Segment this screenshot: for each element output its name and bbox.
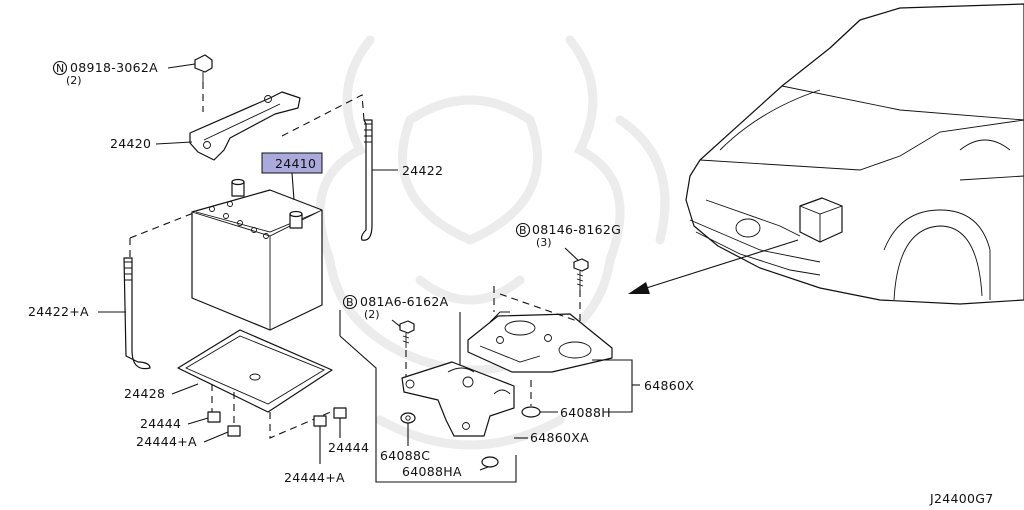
callout-tray: 24428	[124, 383, 199, 401]
symbol-b-2: B	[346, 296, 354, 309]
callout-spacer-1: 24444	[140, 416, 209, 431]
spacer-icon	[207, 407, 347, 437]
battery-location-box-icon	[799, 197, 843, 243]
label-grommet-h: 64088H	[560, 405, 611, 420]
symbol-n: N	[56, 62, 64, 75]
label-support-lower: 64860XA	[530, 430, 589, 445]
label-bolt-b1-qty: (3)	[536, 236, 552, 249]
location-arrow-icon	[628, 239, 799, 294]
label-tray: 24428	[124, 386, 165, 401]
watermark-emblem	[315, 35, 670, 450]
callout-support-upper: 64860X	[592, 359, 694, 413]
callout-battery: 24410	[261, 152, 323, 201]
rod-a-icon	[123, 257, 151, 370]
callout-bolt-n: N 08918-3062A (2)	[52, 60, 196, 87]
callout-clip-c: 64088C	[380, 423, 430, 463]
label-clip-c: 64088C	[380, 448, 430, 463]
callout-rod: 24422	[372, 163, 443, 178]
label-spacer-2a: 24444+A	[284, 470, 345, 485]
label-bolt-n: 08918-3062A	[70, 60, 158, 75]
vehicle-outline-icon	[685, 3, 1024, 305]
label-rod: 24422	[402, 163, 443, 178]
callout-rod-a: 24422+A	[28, 304, 126, 319]
label-grommet-ha: 64088HA	[402, 464, 462, 479]
callout-support-lower: 64860XA	[514, 430, 589, 445]
grommet-ha-icon	[481, 456, 499, 468]
label-bracket: 24420	[110, 136, 151, 151]
callout-grommet-h: 64088H	[540, 405, 611, 420]
battery-tray-icon	[177, 329, 333, 413]
battery-support-lower-icon	[401, 361, 515, 437]
bolt-n-icon	[194, 54, 213, 82]
callout-spacer-2: 24444	[328, 418, 369, 455]
callout-bracket: 24420	[110, 136, 193, 151]
label-spacer-1a: 24444+A	[136, 434, 197, 449]
bolt-b1-icon	[573, 258, 589, 290]
callout-bolt-b2: B 081A6-6162A (2)	[342, 294, 449, 329]
label-bolt-b1: 08146-8162G	[532, 222, 621, 237]
battery-icon	[191, 178, 323, 331]
symbol-b-1: B	[519, 224, 527, 237]
label-support-upper: 64860X	[644, 378, 694, 393]
label-spacer-2: 24444	[328, 440, 369, 455]
label-bolt-b2: 081A6-6162A	[360, 294, 449, 309]
label-spacer-1: 24444	[140, 416, 181, 431]
label-rod-a: 24422+A	[28, 304, 89, 319]
rod-icon	[360, 119, 373, 241]
callout-spacer-1a: 24444+A	[136, 431, 229, 449]
hold-down-bracket-icon	[189, 91, 301, 161]
battery-support-upper-icon	[467, 311, 613, 373]
diagram-id: J24400G7	[929, 491, 994, 506]
callout-bolt-b1: B 08146-8162G (3)	[515, 222, 621, 263]
label-battery: 24410	[275, 156, 316, 171]
bolt-b2-icon	[399, 320, 415, 348]
label-bolt-b2-qty: (2)	[364, 308, 380, 321]
label-bolt-n-qty: (2)	[66, 74, 82, 87]
grommet-h-icon	[521, 406, 541, 418]
callout-grommet-ha: 64088HA	[402, 464, 489, 479]
callout-spacer-2a: 24444+A	[284, 426, 345, 485]
clip-c-icon	[400, 412, 416, 424]
